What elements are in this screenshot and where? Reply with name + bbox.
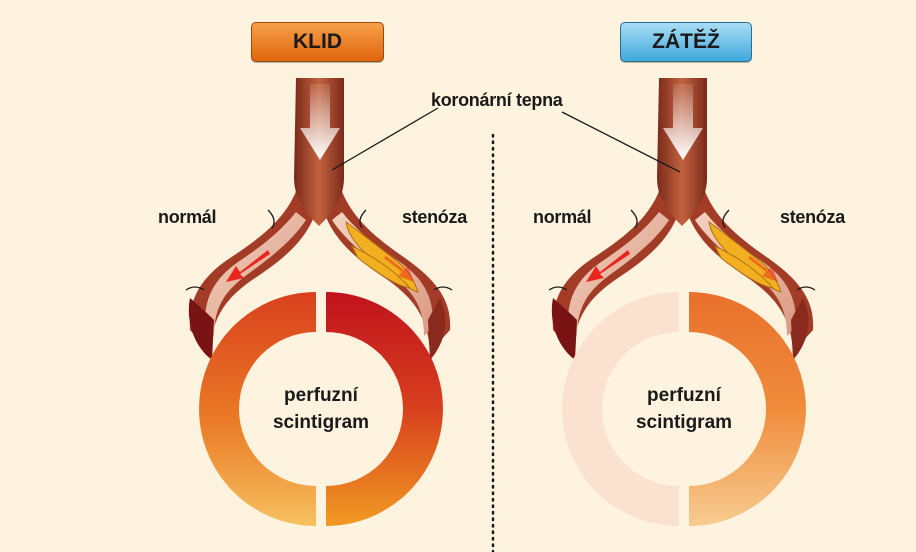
- coronary-artery-label: koronární tepna: [431, 90, 563, 111]
- rest-title-badge: KLID: [251, 22, 384, 62]
- stress-normal-label: normál: [533, 207, 591, 228]
- leader-line-rest: [332, 108, 438, 170]
- stress-title-badge: ZÁTĚŽ: [620, 22, 752, 62]
- rest-normal-label: normál: [158, 207, 216, 228]
- rest-stenosis-label: stenóza: [402, 207, 467, 228]
- stress-stenosis-label: stenóza: [780, 207, 845, 228]
- stress-ring-caption: perfuzní scintigram: [614, 382, 754, 436]
- stress-ring-caption-line2: scintigram: [614, 409, 754, 436]
- rest-ring-caption-line2: scintigram: [251, 409, 391, 436]
- rest-ring-caption-line1: perfuzní: [251, 382, 391, 409]
- stress-ring-caption-line1: perfuzní: [614, 382, 754, 409]
- rest-ring-caption: perfuzní scintigram: [251, 382, 391, 436]
